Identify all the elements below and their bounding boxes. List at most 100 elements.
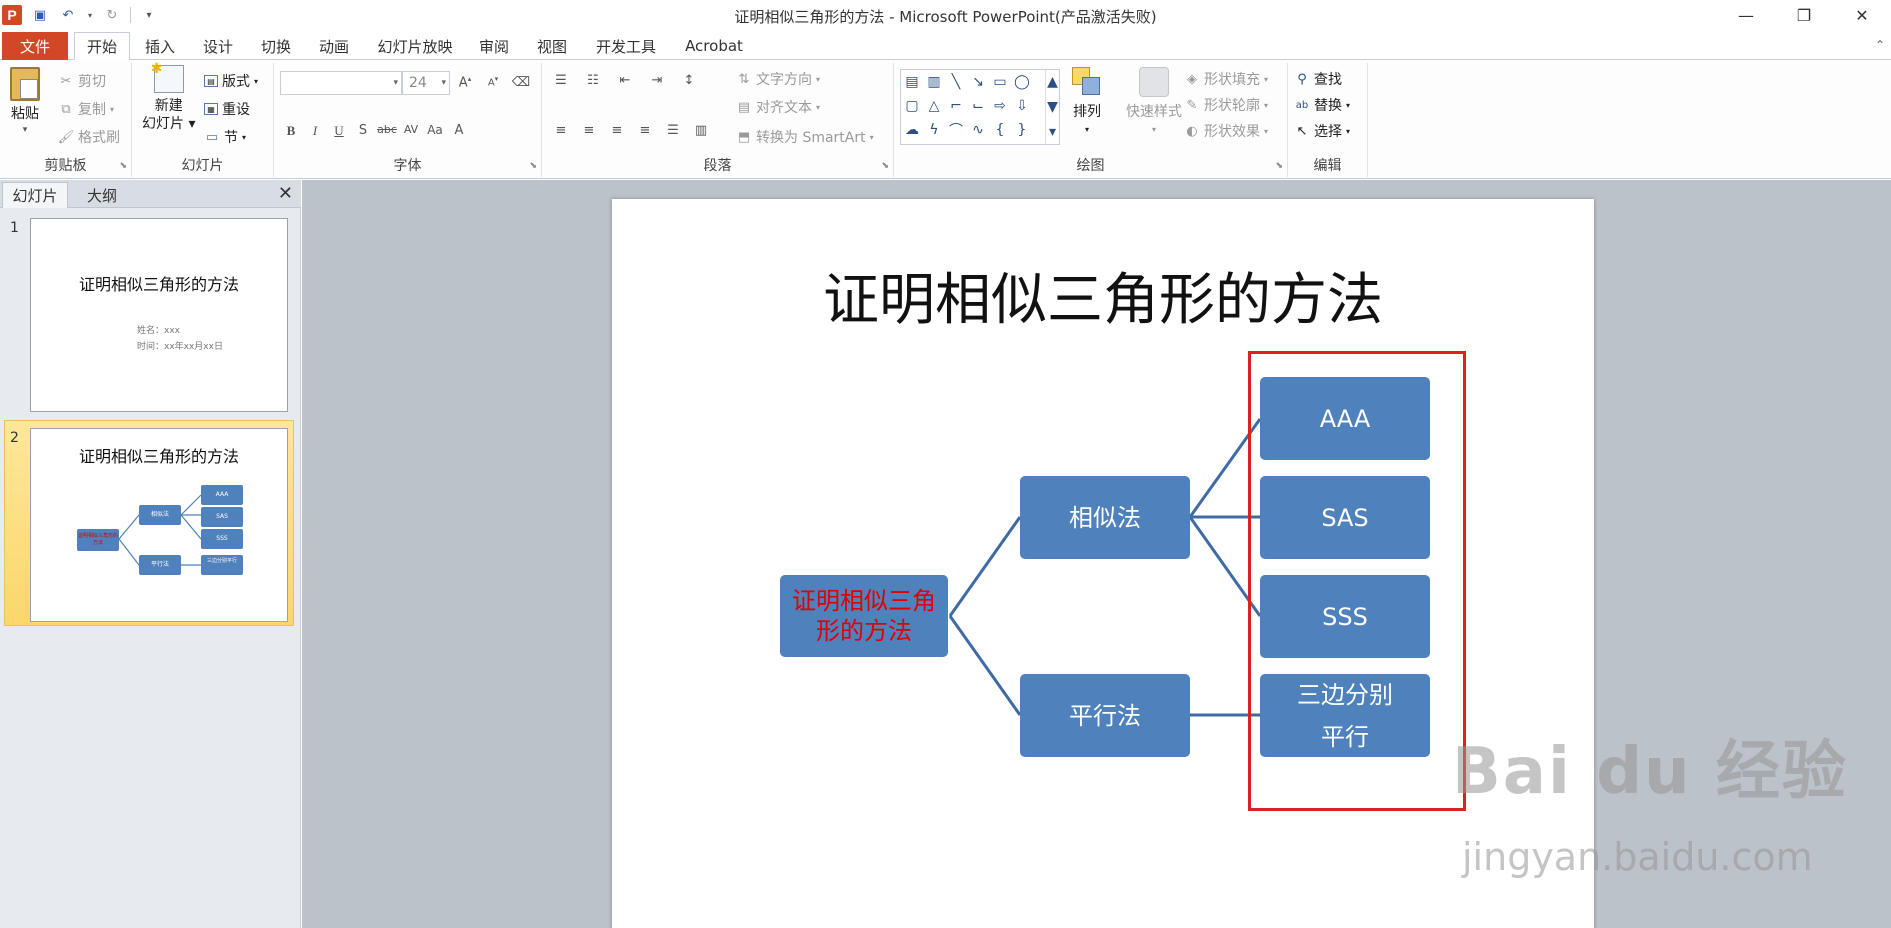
tab-design[interactable]: 设计 (202, 37, 233, 56)
line-spacing-icon[interactable]: ↕ (683, 73, 695, 88)
down-arrow-shape-icon[interactable]: ⇩ (1016, 98, 1028, 114)
tab-view[interactable]: 视图 (536, 37, 567, 56)
tab-home[interactable]: 开始 (74, 32, 130, 60)
tab-animations[interactable]: 动画 (318, 37, 349, 56)
find-button[interactable]: ⚲查找 (1294, 69, 1342, 89)
distributed-icon[interactable]: ☰ (667, 123, 679, 138)
left-brace-shape-icon[interactable]: { (995, 122, 1005, 138)
shape-effects-button[interactable]: ◐形状效果▾ (1184, 121, 1268, 141)
grow-font-icon[interactable]: A▴ (458, 75, 472, 91)
powerpoint-logo-icon[interactable]: P (2, 5, 22, 25)
tab-slideshow[interactable]: 幻灯片放映 (377, 37, 453, 56)
copy-button[interactable]: ⧉复制▾ (58, 99, 114, 119)
triangle-shape-icon[interactable]: △ (928, 98, 940, 114)
font-color-icon[interactable]: A (454, 123, 464, 138)
arc-shape-icon[interactable]: ⌒ (949, 123, 963, 139)
align-right-icon[interactable]: ≡ (611, 123, 623, 138)
italic-icon[interactable]: I (312, 123, 318, 138)
shape-outline-button[interactable]: ✎形状轮廓▾ (1184, 95, 1268, 115)
slide-thumbnail-2[interactable]: 证明相似三角形的方法 证明相似三角形的方法 相似法 平行法 AAA SAS SS… (30, 428, 288, 622)
drawing-launcher-icon[interactable]: ⬊ (1275, 161, 1283, 171)
diagram-node-similar[interactable]: 相似法 (1020, 476, 1190, 559)
close-button[interactable]: ✕ (1855, 5, 1869, 25)
format-painter-button[interactable]: 🖌格式刷 (58, 127, 120, 147)
slide-title[interactable]: 证明相似三角形的方法 (823, 268, 1383, 333)
text-direction-button[interactable]: ⇅文字方向▾ (736, 69, 820, 89)
shapes-gallery[interactable]: ▤ ▥ ╲ ↘ ▭ ◯ ▢ △ ⌐ ⌙ ⇨ ⇩ ☁ ϟ ⌒ ∿ { } ▲ ▼ ▾ (900, 69, 1060, 145)
layout-button[interactable]: ▤版式▾ (204, 71, 258, 91)
right-arrow-shape-icon[interactable]: ⇨ (994, 98, 1006, 114)
smartart-button[interactable]: ⬒转换为 SmartArt▾ (736, 127, 874, 147)
tab-review[interactable]: 审阅 (478, 37, 509, 56)
diagram-root-box[interactable]: 证明相似三角形的方法 (780, 575, 948, 657)
slide-thumbnail-1[interactable]: 证明相似三角形的方法 姓名：xxx 时间：xx年xx月xx日 (30, 218, 288, 412)
right-brace-shape-icon[interactable]: } (1017, 122, 1027, 138)
reset-button[interactable]: ▦重设 (204, 99, 250, 119)
collapse-ribbon-icon[interactable]: ⌃ (1874, 38, 1885, 52)
restore-button[interactable]: ❐ (1796, 5, 1812, 25)
tab-outline[interactable]: 大纲 (86, 186, 117, 205)
rectangle-shape-icon[interactable]: ▭ (993, 74, 1007, 90)
diagram-leaf-aaa[interactable]: AAA (1260, 377, 1430, 460)
tab-acrobat[interactable]: Acrobat (685, 37, 743, 55)
customize-qat-icon[interactable]: ▾ (146, 9, 152, 21)
bold-icon[interactable]: B (286, 123, 296, 138)
undo-dropdown-icon[interactable]: ▾ (87, 10, 92, 20)
vertical-textbox-shape-icon[interactable]: ▥ (927, 74, 941, 90)
gallery-up-icon[interactable]: ▲ (1047, 74, 1058, 91)
cloud-shape-icon[interactable]: ☁ (905, 122, 919, 138)
diagram-leaf-sas[interactable]: SAS (1260, 476, 1430, 559)
gallery-more-icon[interactable]: ▾ (1048, 123, 1057, 140)
bullets-icon[interactable]: ☰ (555, 73, 567, 88)
lightning-shape-icon[interactable]: ϟ (929, 122, 939, 138)
oval-shape-icon[interactable]: ◯ (1014, 74, 1030, 90)
save-icon[interactable]: ▣ (33, 7, 47, 23)
gallery-down-icon[interactable]: ▼ (1047, 98, 1058, 115)
underline-icon[interactable]: U (334, 123, 344, 138)
rounded-rect-shape-icon[interactable]: ▢ (905, 98, 919, 114)
diagram-leaf-sss[interactable]: SSS (1260, 575, 1430, 658)
align-center-icon[interactable]: ≡ (583, 123, 595, 138)
columns-icon[interactable]: ▥ (694, 123, 708, 138)
undo-icon[interactable]: ↶ (62, 7, 74, 23)
tab-file[interactable]: 文件 (2, 32, 68, 60)
diagram-node-parallel[interactable]: 平行法 (1020, 674, 1190, 757)
increase-indent-icon[interactable]: ⇥ (651, 73, 663, 88)
decrease-indent-icon[interactable]: ⇤ (619, 73, 631, 88)
strikethrough-icon[interactable]: abc (377, 123, 397, 136)
elbow-arrow-shape-icon[interactable]: ⌙ (972, 98, 984, 114)
textbox-shape-icon[interactable]: ▤ (905, 74, 919, 90)
paragraph-launcher-icon[interactable]: ⬊ (881, 161, 889, 171)
font-name-box[interactable]: ▾ (280, 71, 402, 95)
slide-canvas[interactable]: 证明相似三角形的方法 证明相似三角形的方法 相似法 平行法 AAA SAS SS… (612, 199, 1594, 928)
cut-button[interactable]: ✂剪切 (58, 71, 106, 91)
paste-button[interactable]: 粘贴 ▾ (10, 67, 40, 135)
clipboard-launcher-icon[interactable]: ⬊ (119, 161, 127, 171)
font-launcher-icon[interactable]: ⬊ (529, 161, 537, 171)
elbow-connector-shape-icon[interactable]: ⌐ (950, 98, 962, 114)
diagram-leaf-parallel[interactable]: 三边分别平行 (1260, 674, 1430, 757)
select-button[interactable]: ↖选择▾ (1294, 121, 1350, 141)
justify-icon[interactable]: ≡ (639, 123, 651, 138)
tab-insert[interactable]: 插入 (144, 37, 175, 56)
clear-formatting-icon[interactable]: ⌫ (511, 75, 531, 90)
tab-slides[interactable]: 幻灯片 (2, 182, 68, 208)
shrink-font-icon[interactable]: A▾ (487, 75, 499, 89)
arrow-line-shape-icon[interactable]: ↘ (972, 74, 984, 90)
gallery-scroll[interactable]: ▲ ▼ ▾ (1045, 70, 1059, 144)
shadow-icon[interactable]: S (358, 123, 368, 138)
font-size-box[interactable]: 24▾ (402, 71, 450, 95)
minimize-button[interactable]: — (1738, 5, 1754, 25)
numbering-icon[interactable]: ☷ (587, 73, 599, 88)
close-pane-icon[interactable]: ✕ (277, 183, 293, 204)
curve-shape-icon[interactable]: ∿ (972, 122, 984, 138)
section-button[interactable]: ▭节▾ (204, 127, 246, 147)
arrange-button[interactable]: 排列 ▾ (1072, 67, 1102, 134)
align-text-button[interactable]: ▤对齐文本▾ (736, 97, 820, 117)
redo-icon[interactable]: ↻ (106, 7, 118, 23)
line-shape-icon[interactable]: ╲ (951, 74, 961, 90)
shape-fill-button[interactable]: ◈形状填充▾ (1184, 69, 1268, 89)
quick-styles-button[interactable]: 快速样式 ▾ (1126, 67, 1182, 134)
char-spacing-icon[interactable]: AV (403, 123, 419, 136)
